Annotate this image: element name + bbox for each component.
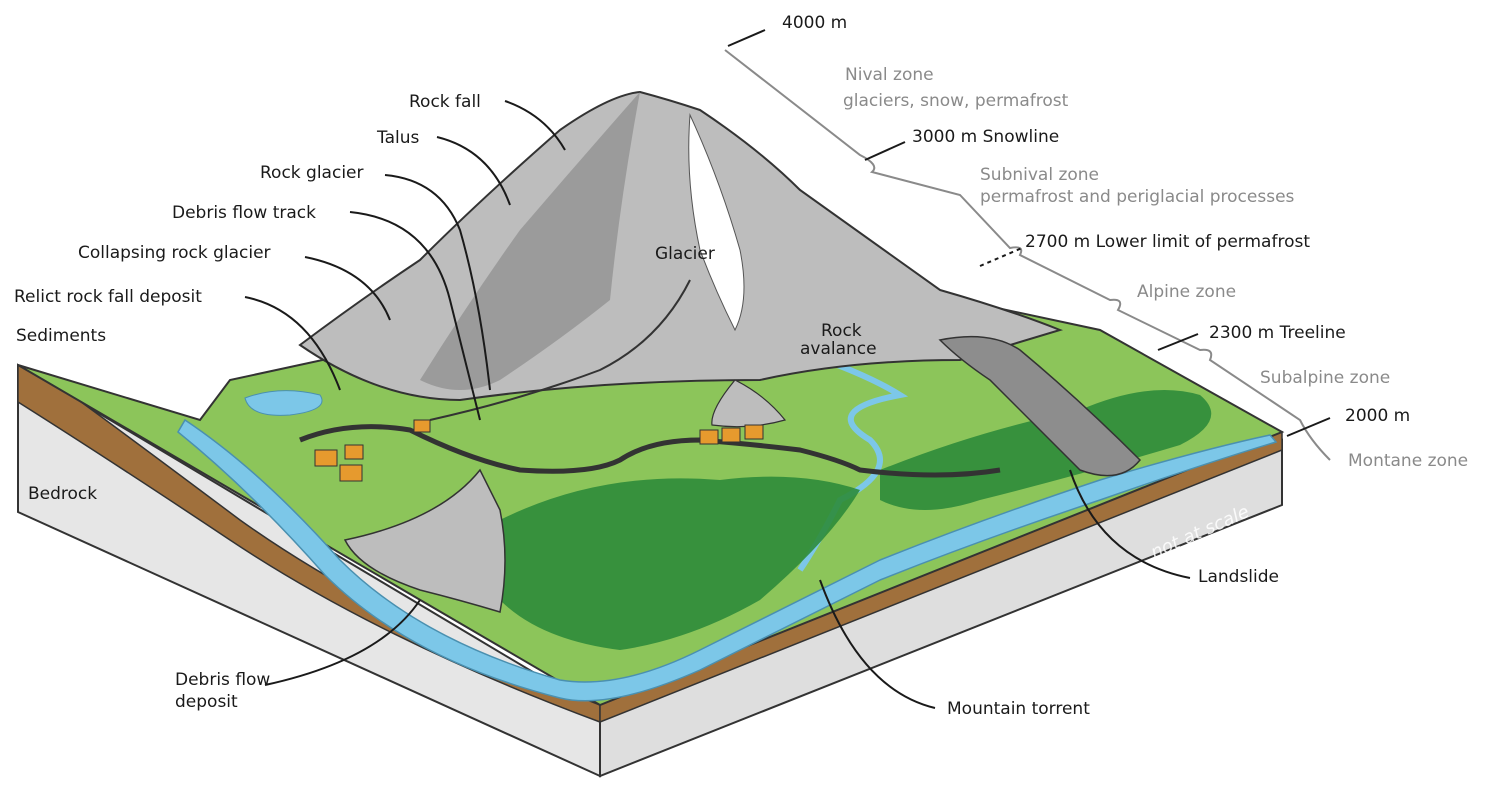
altitude-2700-permafrost: 2700 m Lower limit of permafrost [1025,232,1310,252]
altitude-3000-snowline: 3000 m Snowline [912,127,1060,147]
house [744,424,764,440]
zone-subalpine: Subalpine zone [1260,368,1391,388]
label-relict-rock-fall-deposit: Relict rock fall deposit [14,287,202,307]
label-bedrock: Bedrock [28,484,98,504]
house [314,449,338,467]
mountain-shadow [420,92,640,390]
label-talus: Talus [377,128,420,148]
tick-2000 [1286,417,1331,437]
rock-avalanche [938,335,1142,477]
label-collapsing-rock-glacier: Collapsing rock glacier [78,243,271,263]
label-glacier: Glacier [655,244,715,264]
house [413,419,431,433]
label-rock-glacier: Rock glacier [260,163,364,183]
leader-debris-flow-deposit [264,599,421,686]
leader-relict-rock-fall [244,296,341,391]
road-main [299,424,1001,478]
leader-rock-glacier [384,174,491,391]
mountain [298,90,1142,613]
zone-montane: Montane zone [1348,451,1469,471]
house [344,444,364,460]
leader-debris-flow-track [349,211,481,421]
tick-3000 [864,141,906,161]
tick-4000 [727,29,766,47]
forest-front [500,476,860,650]
zone-subnival-desc: permafrost and periglacial processes [980,187,1295,207]
label-rock-avalanche-2: avalance [800,339,877,359]
zone-subnival-title: Subnival zone [980,165,1100,185]
label-debris-flow-deposit-1: Debris flow [175,670,271,690]
altitude-scale [724,49,1331,461]
house [699,429,719,445]
roads [299,279,1001,478]
leader-lines [244,100,1191,709]
altitude-2000: 2000 m [1345,406,1411,426]
zone-alpine: Alpine zone [1137,282,1237,302]
zone-nival-desc: glaciers, snow, permafrost [843,91,1069,111]
river [177,418,1278,702]
altitude-4000: 4000 m [782,13,848,33]
debris-fan [343,468,506,613]
altitude-ticks [727,29,1331,437]
zone-nival-title: Nival zone [845,65,934,85]
leader-rock-fall [504,100,566,151]
label-rock-avalanche-1: Rock [821,321,862,341]
lake [244,390,323,416]
label-debris-flow-track: Debris flow track [172,203,316,223]
altitude-line [724,49,1331,461]
village-center [413,419,764,445]
glacier [688,113,745,332]
label-landslide: Landslide [1198,567,1280,587]
altitude-2300-treeline: 2300 m Treeline [1209,323,1346,343]
label-sediments: Sediments [16,326,107,346]
label-rock-fall: Rock fall [409,92,481,112]
road-lift [429,279,691,421]
tick-2700 [979,247,1023,267]
forest-right [880,390,1212,510]
leader-collapsing-rock-glacier [304,256,391,321]
label-debris-flow-deposit-2: deposit [175,692,238,712]
label-mountain-torrent: Mountain torrent [947,699,1090,719]
leader-landslide [1069,469,1191,579]
house [339,464,363,482]
house [721,427,741,443]
tick-2300 [1157,333,1199,351]
forest [500,390,1212,650]
leader-mountain-torrent [819,579,936,709]
leader-talus [436,136,511,206]
village-left [314,444,364,482]
